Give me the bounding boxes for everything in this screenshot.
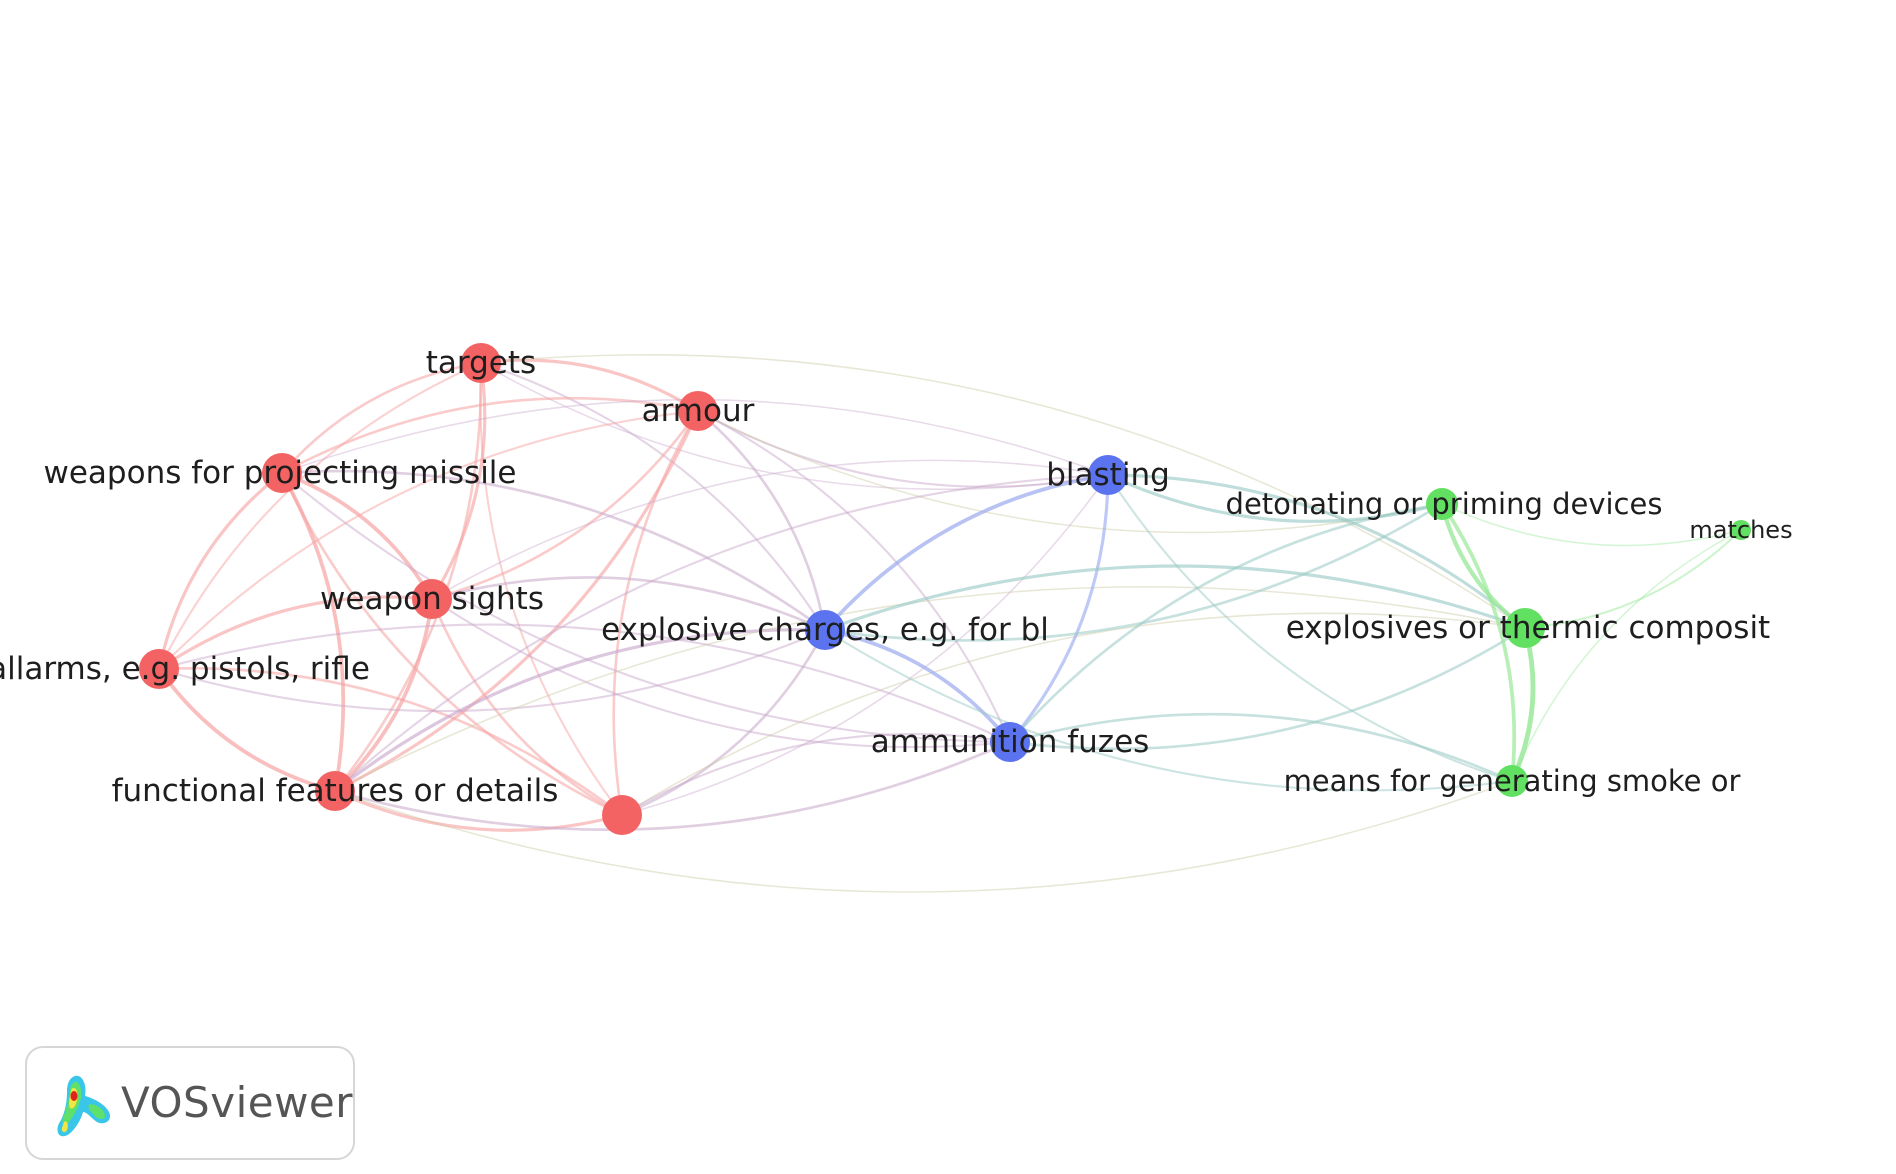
link-weapon_sights-expl_charges bbox=[430, 576, 827, 632]
link-weapon_sights-fuzes bbox=[430, 597, 1012, 749]
link-smoke-matches bbox=[1511, 529, 1742, 782]
node-targets[interactable] bbox=[461, 343, 501, 383]
link-pistols-red_unlabeled bbox=[157, 667, 624, 817]
link-expl_charges-smoke bbox=[823, 628, 1514, 792]
link-targets-weapons_proj bbox=[280, 361, 483, 475]
link-weapon_sights-red_unlabeled bbox=[430, 597, 624, 817]
link-pistols-fuzes bbox=[157, 623, 1012, 744]
node-functional[interactable] bbox=[315, 771, 355, 811]
node-layer bbox=[139, 343, 1751, 835]
node-detonating[interactable] bbox=[1426, 488, 1458, 520]
link-targets-explosives_thermic bbox=[480, 354, 1526, 629]
link-targets-red_unlabeled bbox=[479, 361, 624, 817]
vosviewer-logo-text: VOSviewer bbox=[121, 1078, 354, 1127]
label-layer: targets armour weapons for projecting miss… bbox=[0, 345, 1793, 809]
link-armour-pistols bbox=[157, 409, 700, 671]
link-targets-expl_charges bbox=[479, 361, 827, 632]
node-label-matches: matches bbox=[1689, 516, 1792, 544]
link-expl_charges-explosives_thermic bbox=[823, 564, 1527, 632]
link-detonating-smoke bbox=[1440, 502, 1517, 783]
link-armour-weapon_sights bbox=[430, 409, 700, 601]
node-weapons_proj[interactable] bbox=[262, 453, 302, 493]
link-armour-blasting bbox=[696, 409, 1110, 488]
link-pistols-expl_charges bbox=[157, 628, 827, 713]
link-blasting-expl_charges bbox=[823, 473, 1110, 632]
link-armour-detonating bbox=[697, 410, 1443, 534]
link-red_unlabeled-fuzes bbox=[620, 732, 1012, 817]
node-label-targets: targets bbox=[426, 345, 536, 381]
link-weapons_proj-fuzes bbox=[280, 471, 1012, 744]
node-weapon_sights[interactable] bbox=[412, 579, 452, 619]
node-label-functional: functional features or details bbox=[112, 773, 559, 809]
node-label-weapons_proj: weapons for projecting missile bbox=[44, 455, 517, 491]
link-armour-fuzes bbox=[696, 409, 1012, 744]
node-pistols[interactable] bbox=[139, 649, 179, 689]
link-blasting-smoke bbox=[1106, 473, 1514, 783]
link-weapons_proj-expl_charges bbox=[280, 469, 827, 632]
link-armour-red_unlabeled bbox=[612, 409, 700, 817]
link-armour-expl_charges bbox=[696, 409, 827, 632]
link-weapons_proj-weapon_sights bbox=[280, 471, 434, 601]
node-label-explosives_thermic: explosives or thermic composit bbox=[1286, 610, 1770, 646]
link-red_unlabeled-blasting bbox=[621, 474, 1109, 816]
link-expl_charges-fuzes bbox=[823, 628, 1012, 744]
link-armour-weapons_proj bbox=[280, 396, 700, 475]
node-explosives_thermic[interactable] bbox=[1505, 608, 1545, 648]
node-label-expl_charges: explosive charges, e.g. for bl bbox=[601, 612, 1049, 648]
node-label-fuzes: ammunition fuzes bbox=[871, 724, 1150, 760]
link-explosives_thermic-matches bbox=[1523, 528, 1743, 630]
vosviewer-density-icon bbox=[57, 1075, 111, 1137]
vosviewer-logo: VOSviewer bbox=[25, 1046, 355, 1160]
link-targets-weapon_sights bbox=[430, 361, 487, 601]
link-blasting-fuzes bbox=[1008, 473, 1110, 744]
link-weapons_proj-pistols bbox=[157, 471, 284, 671]
node-matches[interactable] bbox=[1731, 520, 1751, 540]
node-label-weapon_sights: weapon sights bbox=[320, 581, 544, 617]
link-weapon_sights-pistols bbox=[157, 595, 434, 671]
link-functional-red_unlabeled bbox=[333, 789, 624, 832]
node-fuzes[interactable] bbox=[990, 722, 1030, 762]
link-targets-armour bbox=[479, 358, 700, 413]
node-label-smoke: means for generating smoke or bbox=[1284, 764, 1741, 798]
link-fuzes-detonating bbox=[1008, 502, 1444, 744]
link-functional-smoke bbox=[334, 780, 1513, 893]
link-weapon_sights-blasting bbox=[431, 459, 1109, 600]
node-label-armour: armour bbox=[642, 393, 755, 429]
node-label-detonating: detonating or priming devices bbox=[1226, 487, 1663, 521]
link-fuzes-smoke bbox=[1008, 712, 1514, 783]
link-weapon_sights-functional bbox=[333, 597, 434, 793]
node-smoke[interactable] bbox=[1496, 765, 1528, 797]
node-label-blasting: blasting bbox=[1046, 457, 1170, 493]
link-blasting-explosives_thermic bbox=[1106, 473, 1527, 630]
link-red_unlabeled-expl_charges bbox=[620, 628, 827, 817]
link-targets-blasting bbox=[480, 362, 1109, 491]
node-expl_charges[interactable] bbox=[805, 610, 845, 650]
link-weapons_proj-red_unlabeled bbox=[280, 471, 624, 817]
link-targets-functional bbox=[333, 361, 483, 793]
link-functional-expl_charges bbox=[333, 628, 827, 793]
node-label-pistols: allarms, e.g. pistols, rifle bbox=[0, 651, 370, 687]
link-fuzes-explosives_thermic bbox=[1008, 626, 1527, 751]
link-red_unlabeled-explosives_thermic bbox=[621, 612, 1526, 816]
link-weapons_proj-functional bbox=[280, 471, 346, 793]
node-red_unlabeled[interactable] bbox=[602, 795, 642, 835]
link-functional-blasting bbox=[333, 473, 1110, 793]
node-armour[interactable] bbox=[678, 391, 718, 431]
link-functional-fuzes bbox=[333, 740, 1012, 832]
link-pistols-functional bbox=[157, 667, 337, 793]
link-detonating-matches bbox=[1441, 503, 1742, 547]
node-blasting[interactable] bbox=[1088, 455, 1128, 495]
